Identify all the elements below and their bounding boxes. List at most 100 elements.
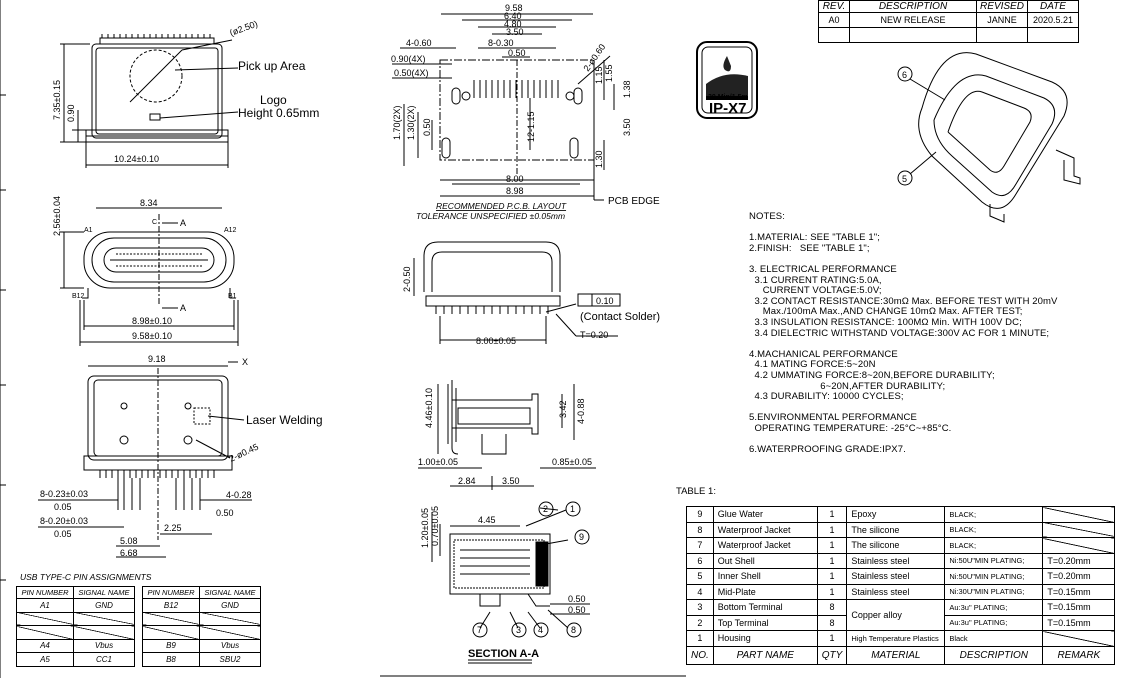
- table-cell: 1: [816, 568, 848, 585]
- dim-bot-w: 9.18: [148, 354, 166, 364]
- table-cell: 9: [686, 506, 714, 523]
- dim-pcb-050v: 0.50: [422, 118, 432, 136]
- logo-label: Logo: [260, 93, 287, 107]
- pin-cell: [199, 611, 261, 626]
- pin-row: [142, 625, 261, 640]
- pin-cell: B9: [142, 638, 200, 653]
- balloon-8: 8: [571, 625, 576, 635]
- note-line: CURRENT VOLTAGE:5.0V;: [749, 285, 882, 297]
- table-cell: Black: [944, 630, 1044, 647]
- pin-cell: [73, 611, 135, 626]
- pin-cell: A5: [16, 652, 74, 667]
- dim-sec-070: 0.70±0.05: [430, 506, 440, 546]
- pin-a12-label: A12: [224, 227, 237, 234]
- dim-front-w1: 8.34: [140, 198, 158, 208]
- dim-sec-050a: 0.50: [568, 594, 586, 604]
- table-cell: 4: [686, 583, 714, 600]
- note-line: 4.2 UMMATING FORCE:8~20N,BEFORE DURABILI…: [749, 369, 995, 381]
- table-cell: T=0.15mm: [1042, 614, 1116, 631]
- badge-line2: IP-X7: [709, 100, 747, 117]
- dim-front-h: 2.56±0.04: [52, 196, 62, 236]
- table-cell: T=0.20mm: [1042, 568, 1116, 585]
- dim-pcb-350: 3.50: [506, 27, 524, 37]
- note-line: 6.WATERPROOFING GRADE:IPX7.: [749, 444, 906, 456]
- pin-cell: Vbus: [199, 638, 261, 653]
- balloon-3: 3: [516, 625, 521, 635]
- balloon-1: 1: [570, 504, 575, 514]
- dim-sec-445: 4.45: [478, 515, 496, 525]
- pin-cell: [16, 625, 74, 640]
- table-cell: 1: [686, 630, 714, 647]
- note-line: 2.FINISH: SEE "TABLE 1";: [749, 242, 870, 254]
- pick-up-label: Pick up Area: [238, 59, 306, 73]
- table-cell: 6: [686, 552, 714, 569]
- pin-cell: [73, 625, 135, 640]
- table-cell: 1: [816, 552, 848, 569]
- pin-cell: [16, 611, 74, 626]
- dim-bot-005a: 0.05: [54, 502, 72, 512]
- dim-bot-668: 6.68: [120, 548, 138, 558]
- ipx7-icon: [706, 56, 748, 100]
- table-cell: [1042, 630, 1116, 647]
- table-cell: 8: [686, 521, 714, 538]
- dim-pcb-115: 1.15: [594, 66, 604, 84]
- dim-bot-508: 5.08: [120, 536, 138, 546]
- dim-top-090: 0.90: [66, 104, 76, 122]
- table-cell: Au:3u" PLATING;: [944, 614, 1044, 631]
- pin-assignments-title: USB TYPE-C PIN ASSIGNMENTS: [20, 572, 152, 582]
- pin-b12-label: B12: [72, 293, 85, 300]
- dim-pcb-170: 1.70(2X): [392, 105, 402, 140]
- dim-pcb-460: 4-0.60: [406, 38, 432, 48]
- note-line: 3.4 DIELECTRIC WITHSTAND VOLTAGE:300V AC…: [749, 327, 1050, 339]
- dim-prof-488: 4-0.88: [576, 398, 586, 424]
- table-cell: Ni:30U"MIN PLATING;: [944, 583, 1044, 600]
- layout-tolerance: TOLERANCE UNSPECIFIED ±0.05mm: [416, 211, 565, 221]
- dim-pcb-1215: 12-1.15: [526, 111, 536, 142]
- notes-block: NOTES:1.MATERIAL: SEE "TABLE 1";2.FINISH…: [749, 211, 1058, 456]
- table-cell: 2: [686, 614, 714, 631]
- note-line: 4.MACHANICAL PERFORMANCE: [749, 348, 898, 360]
- date-cell: [1027, 27, 1079, 43]
- table-header: NO.: [686, 645, 714, 665]
- table1-label: TABLE 1:: [676, 486, 716, 497]
- table-cell: High Temperature Plastics: [846, 630, 946, 647]
- table-cell: 1: [816, 630, 848, 647]
- dim-bot-050: 0.50: [216, 508, 234, 518]
- table-cell: Housing: [712, 630, 818, 647]
- table-cell: 8: [816, 599, 848, 616]
- dim-side-010: 0.10: [596, 296, 614, 306]
- table-cell: T=0.15mm: [1042, 599, 1116, 616]
- table-cell: Au:3u" PLATING;: [944, 599, 1044, 616]
- table-cell: Inner Shell: [712, 568, 818, 585]
- note-line: OPERATING TEMPERATURE: -25°C~+85°C.: [749, 422, 952, 434]
- balloon-6: 6: [902, 70, 907, 80]
- dim-top-dia: (ø2.50): [228, 19, 259, 38]
- pin-cell: Vbus: [73, 638, 135, 653]
- pin-cell: B8: [142, 652, 200, 667]
- dim-top-w: 10.24±0.10: [114, 154, 159, 164]
- table-cell: Stainless steel: [846, 583, 946, 600]
- pin-cell: A1: [16, 598, 74, 613]
- pin-header: SIGNAL NAME: [199, 586, 261, 599]
- dim-front-w2: 8.98±0.10: [132, 316, 172, 326]
- table-cell: BLACK;: [944, 521, 1044, 538]
- table-cell: [1042, 521, 1116, 538]
- section-a-bottom: A: [180, 303, 186, 313]
- table-cell: 8: [816, 614, 848, 631]
- table-header: MATERIAL: [846, 645, 946, 665]
- dim-sec-120: 1.20±0.05: [420, 508, 430, 548]
- balloon-5: 5: [902, 174, 907, 184]
